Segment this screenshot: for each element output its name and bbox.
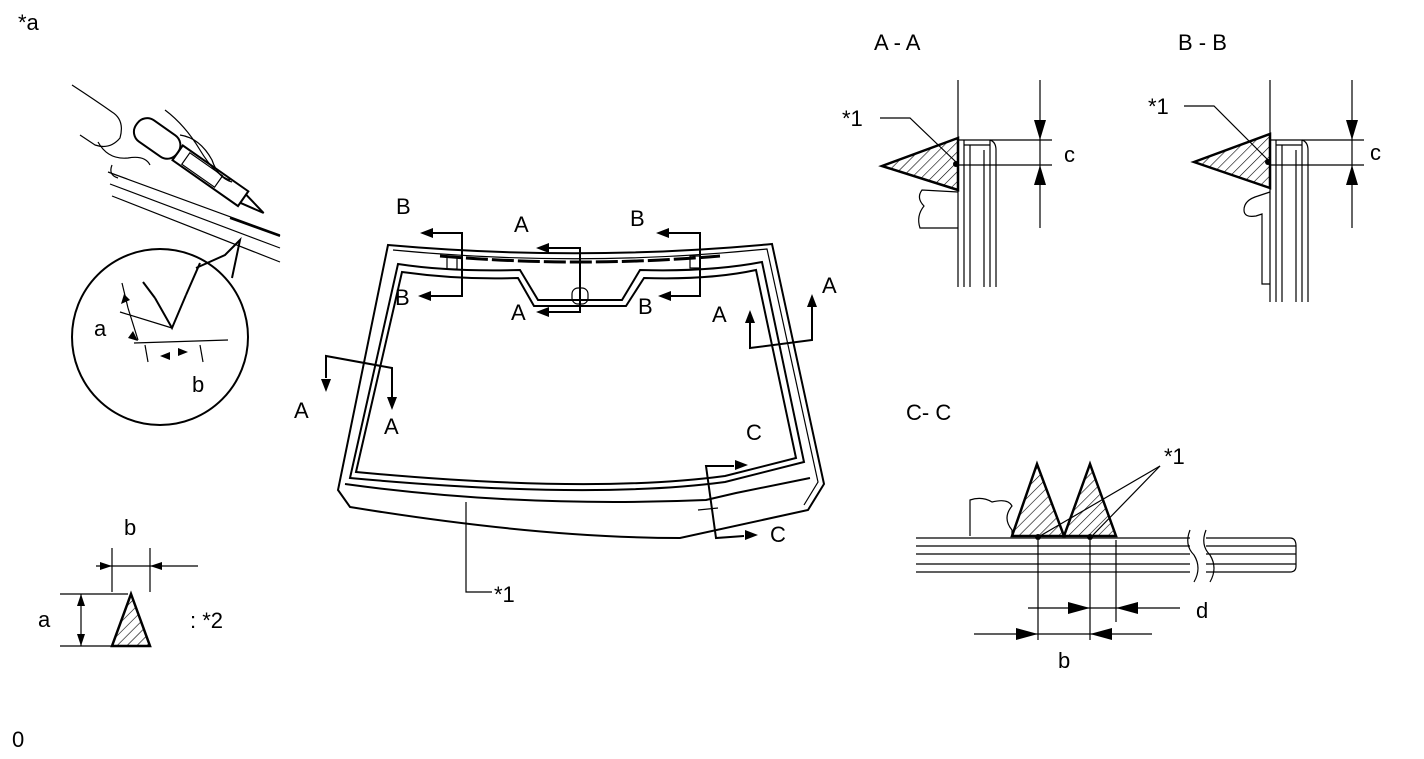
callout-2-label: : *2 — [190, 608, 223, 633]
magnified-bead-detail: a b — [71, 248, 249, 426]
section-BB: B - B c *1 — [1148, 30, 1381, 302]
section-CC: C- C *1 d b — [906, 400, 1297, 673]
sec-C-top: C — [746, 420, 762, 445]
BB-dim-c: c — [1370, 140, 1381, 165]
sec-A-bottom-center: A — [511, 300, 526, 325]
sec-B-top-right: B — [630, 206, 645, 231]
section-CC-title: C- C — [906, 400, 951, 425]
dim-b-label: b — [192, 372, 204, 397]
corner-tag: *a — [18, 10, 40, 35]
sec-A-left-outer: A — [294, 398, 309, 423]
sec-A-top-center: A — [514, 212, 529, 237]
callout-1-leader-main — [465, 502, 492, 593]
section-AA-title: A - A — [874, 30, 921, 55]
CC-dim-d: d — [1196, 598, 1208, 623]
section-AA: A - A c *1 — [842, 30, 1075, 287]
sec-A-right-inner: A — [712, 302, 727, 327]
sec-A-right-outer: A — [822, 273, 837, 298]
CC-callout-1: *1 — [1164, 444, 1185, 469]
sec-A-left-inner: A — [384, 414, 399, 439]
sec-B-top-left: B — [396, 194, 411, 219]
callout-1-main: *1 — [494, 582, 515, 607]
section-BB-title: B - B — [1178, 30, 1227, 55]
AA-callout-1: *1 — [842, 106, 863, 131]
dim-a-label: a — [94, 316, 107, 341]
legend-dim-b: b — [124, 515, 136, 540]
CC-dim-b: b — [1058, 648, 1070, 673]
legend-dim-a: a — [38, 607, 51, 632]
sealant-application-illustration — [71, 84, 281, 279]
sec-C-bottom: C — [770, 522, 786, 547]
section-markers: B B A A B B A A A A C C — [294, 194, 837, 547]
sec-B-bottom-left: B — [395, 285, 410, 310]
bead-profile-legend: b a : *2 — [38, 515, 223, 648]
sec-B-bottom-right: B — [638, 294, 653, 319]
bottom-left-label: 0 — [12, 727, 24, 752]
windshield-glass — [336, 242, 826, 540]
AA-dim-c: c — [1064, 142, 1075, 167]
BB-callout-1: *1 — [1148, 94, 1169, 119]
